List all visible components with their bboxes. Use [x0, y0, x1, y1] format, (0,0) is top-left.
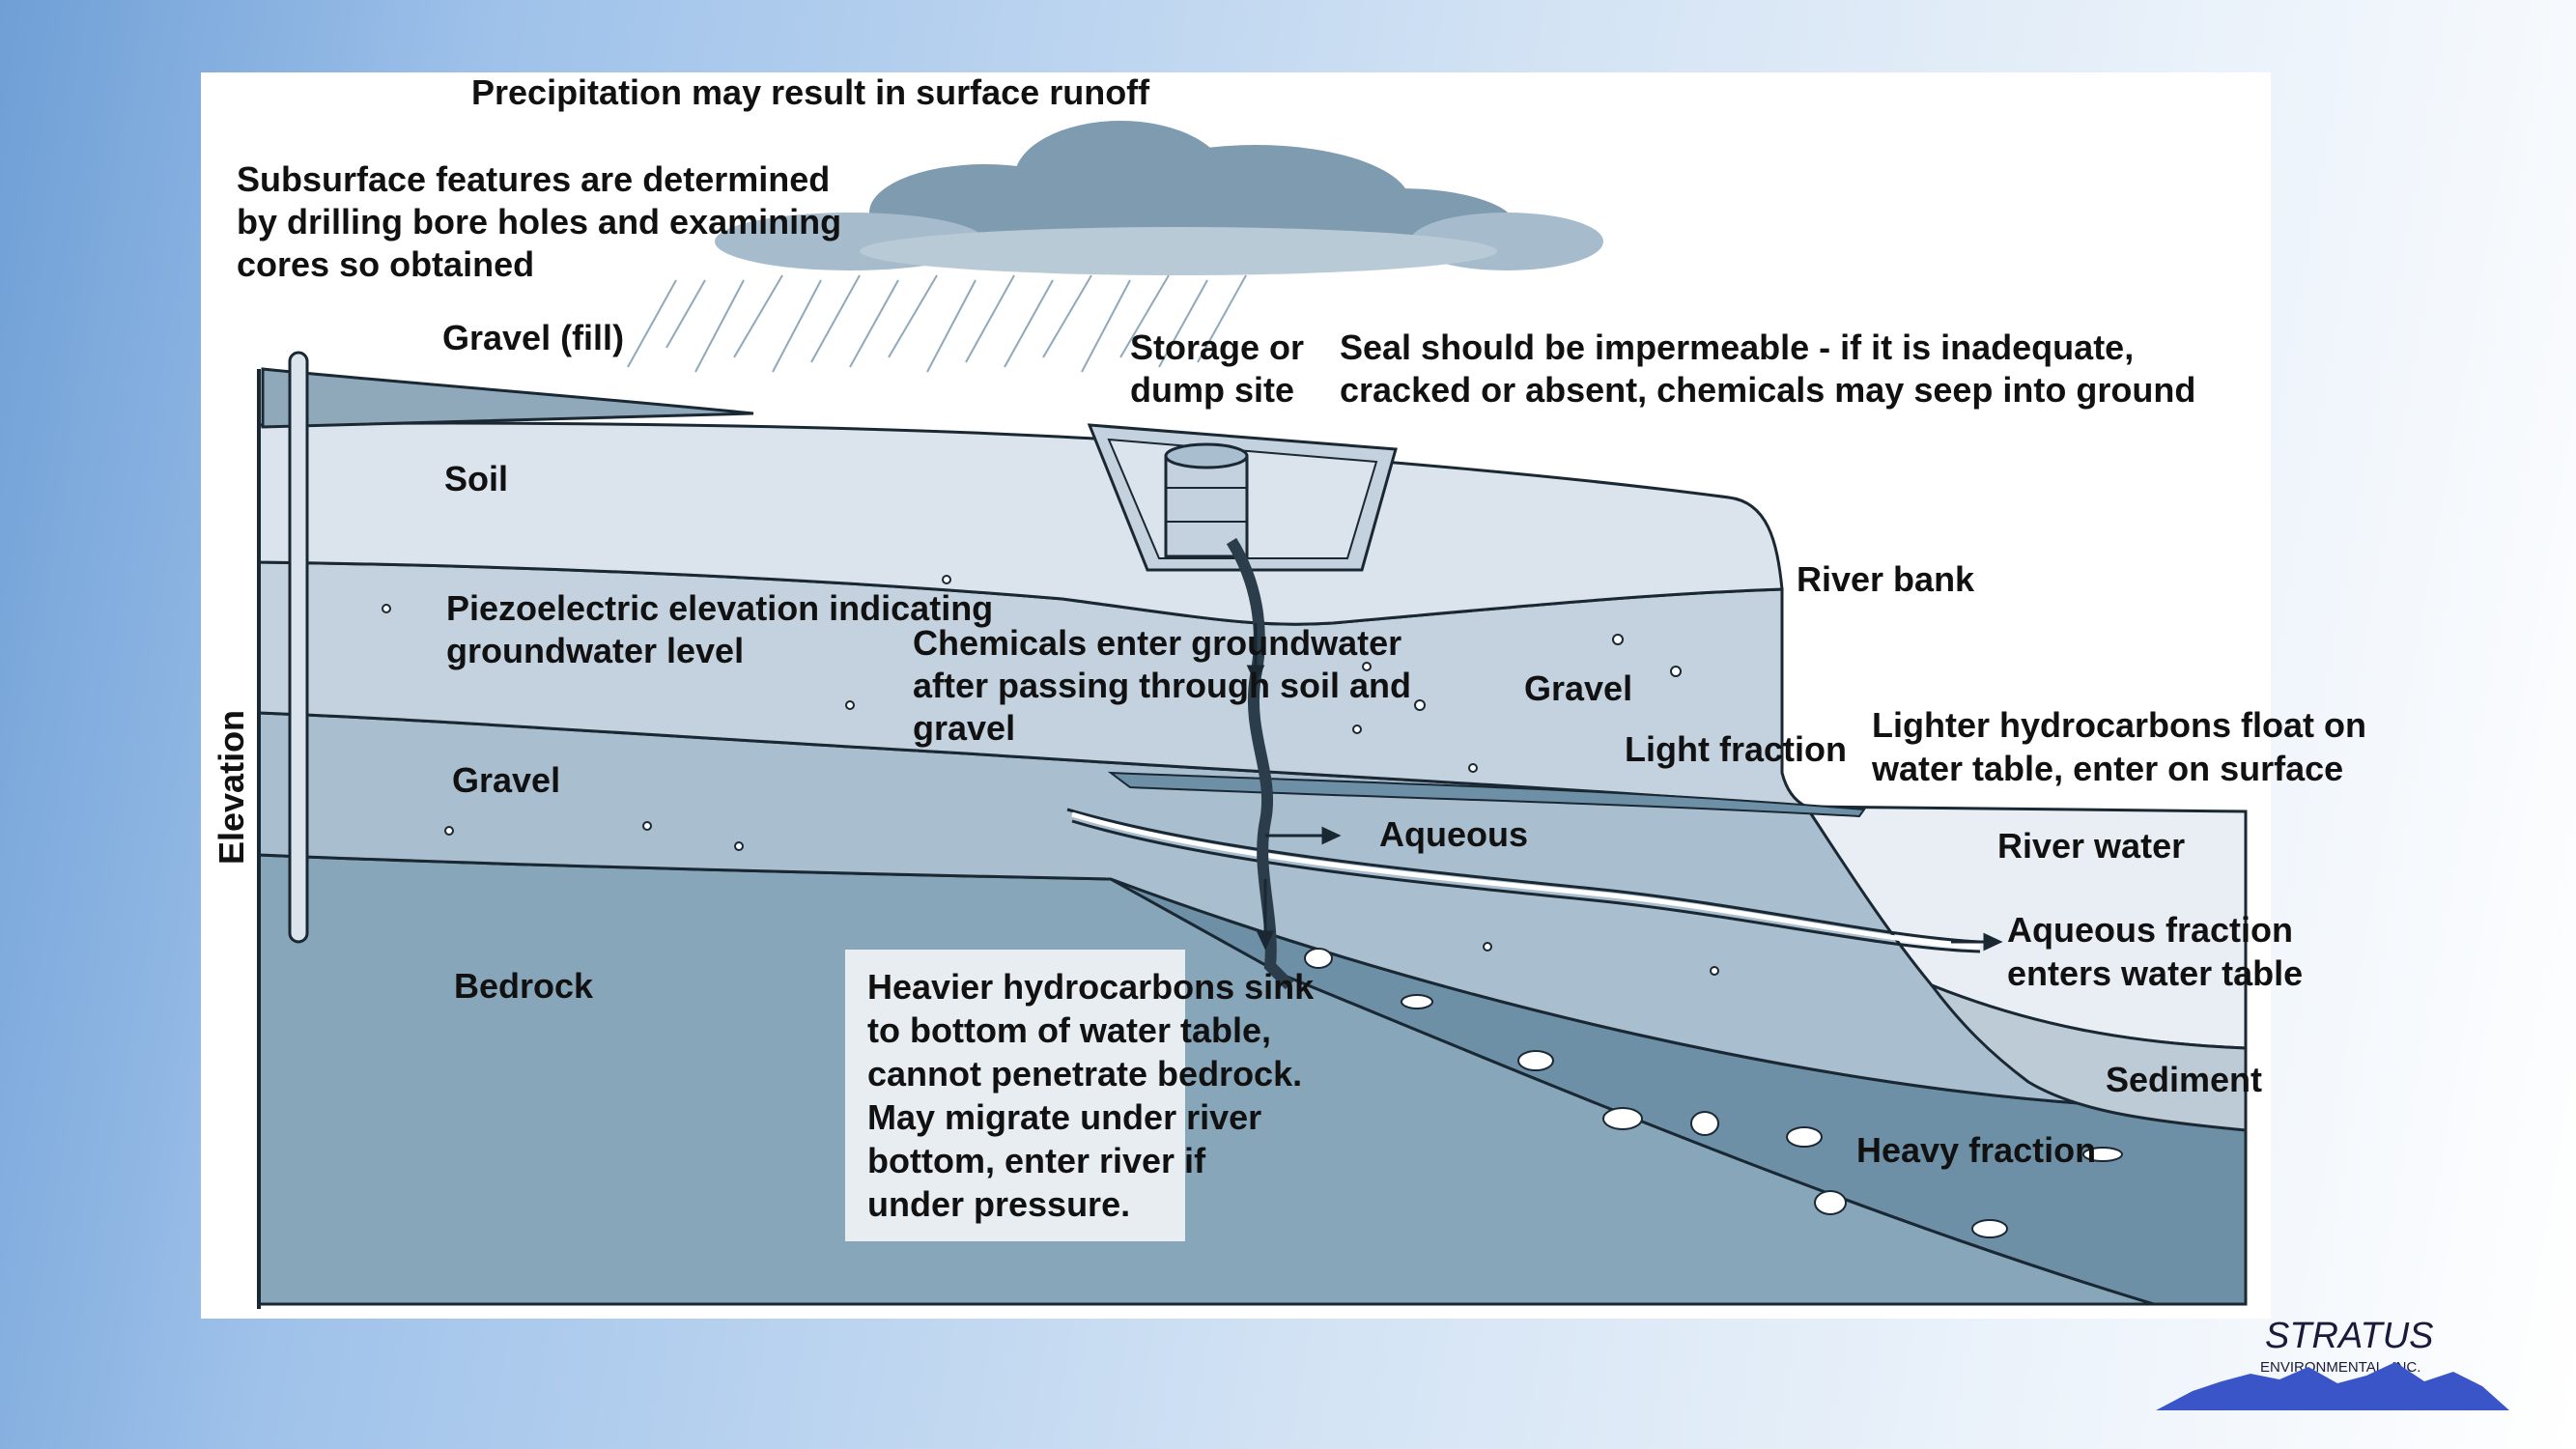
storage-drum [1164, 442, 1249, 558]
label-subsurface-1: Subsurface features are determined [237, 159, 830, 199]
label-chemicals-2: after passing through soil and [913, 666, 1411, 705]
leak-path [1226, 537, 1294, 990]
gravel-fill-layer [261, 367, 754, 429]
label-seal-1: Seal should be impermeable - if it is in… [1340, 327, 2134, 367]
pebbles [382, 575, 2123, 1238]
label-heavier-3: cannot penetrate bedrock. [867, 1054, 1302, 1094]
mountain-icon [2156, 1362, 2509, 1410]
bore-hole [288, 351, 309, 944]
arrows [1246, 623, 2003, 952]
label-gravel-left: Gravel [452, 760, 560, 800]
label-lighter-2: water table, enter on surface [1871, 749, 2343, 788]
label-aqueous: Aqueous [1379, 814, 1528, 854]
label-precipitation: Precipitation may result in surface runo… [471, 72, 1150, 112]
label-soil: Soil [444, 459, 508, 498]
label-aqueous-fraction-1: Aqueous fraction [2007, 910, 2293, 950]
label-river-water: River water [1997, 826, 2185, 866]
label-heavier-1: Heavier hydrocarbons sink [867, 967, 1315, 1007]
label-bedrock: Bedrock [454, 966, 594, 1006]
light-fraction-band [1107, 771, 1866, 818]
label-heavier-4: May migrate under river [867, 1097, 1261, 1137]
label-heavier-2: to bottom of water table, [867, 1010, 1271, 1050]
label-seal-2: cracked or absent, chemicals may seep in… [1340, 370, 2195, 410]
label-aqueous-fraction-2: enters water table [2007, 953, 2303, 993]
aqueous-plume [1066, 808, 1981, 944]
label-elevation: Elevation [212, 710, 251, 865]
label-chemicals-1: Chemicals enter groundwater [913, 623, 1401, 663]
label-heavy-fraction: Heavy fraction [1856, 1130, 2096, 1170]
cloud-icon [715, 121, 1603, 275]
sediment-layer [1927, 981, 2248, 1132]
label-gravel-fill: Gravel (fill) [442, 318, 624, 357]
label-lighter-1: Lighter hydrocarbons float on [1872, 705, 2366, 745]
label-river-bank: River bank [1797, 559, 1975, 599]
label-heavier-6: under pressure. [867, 1184, 1130, 1224]
label-subsurface-2: by drilling bore holes and examining [237, 202, 841, 242]
label-subsurface-3: cores so obtained [237, 244, 534, 284]
label-storage-1: Storage or [1130, 327, 1304, 367]
label-piezo-1: Piezoelectric elevation indicating [446, 588, 993, 628]
label-gravel-right: Gravel [1524, 668, 1632, 708]
label-piezo-2: groundwater level [446, 631, 744, 670]
logo-name: STRATUS [2265, 1316, 2434, 1356]
label-light-fraction: Light fraction [1625, 729, 1847, 769]
stratus-logo: STRATUS ENVIRONMENTAL, INC. [2156, 1316, 2509, 1410]
label-storage-2: dump site [1130, 370, 1294, 410]
soil-layer [257, 421, 1784, 626]
heavier-hydrocarbons-box [845, 950, 1185, 1241]
rain [627, 274, 1247, 373]
label-chemicals-3: gravel [913, 708, 1015, 748]
diagram-labels: Precipitation may result in surface runo… [212, 72, 2366, 1224]
label-heavier-5: bottom, enter river if [867, 1141, 1206, 1180]
label-sediment: Sediment [2106, 1060, 2262, 1099]
